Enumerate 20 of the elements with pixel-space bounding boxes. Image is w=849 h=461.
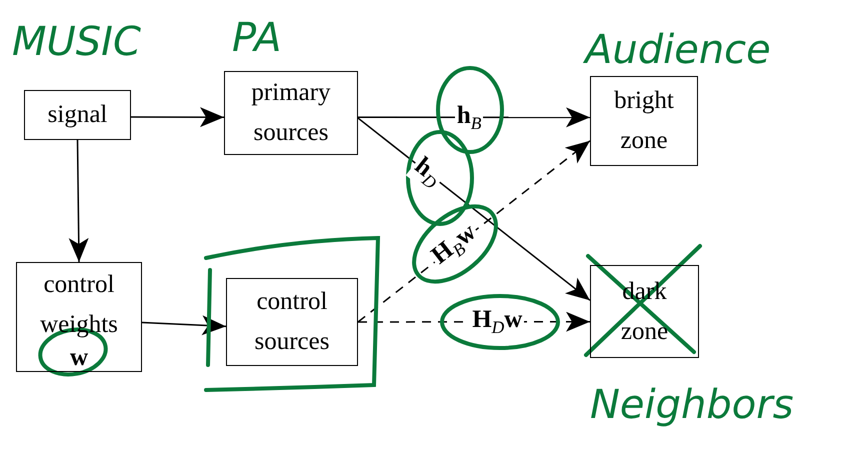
process-box: [16, 262, 142, 372]
arrow: [142, 315, 226, 336]
process-box: [590, 265, 699, 358]
node-text: signal: [48, 100, 108, 130]
arrow: [131, 107, 224, 128]
arrow: [358, 117, 590, 301]
arrow: [358, 107, 590, 128]
node-text: primary sources: [250, 78, 332, 148]
node-text: bright zone: [613, 86, 675, 156]
process-box: [590, 76, 698, 166]
process-box: [226, 278, 358, 366]
handwritten-note: Neighbors: [590, 385, 794, 425]
handwritten-note: PA: [232, 18, 282, 58]
process-box: [224, 71, 358, 155]
process-box: [24, 90, 131, 140]
arrow: [68, 140, 89, 262]
handwritten-note: Audience: [585, 30, 771, 70]
variable-symbol: w: [70, 344, 88, 370]
node-text: control sources: [254, 287, 330, 357]
handwritten-note: MUSIC: [12, 22, 141, 62]
